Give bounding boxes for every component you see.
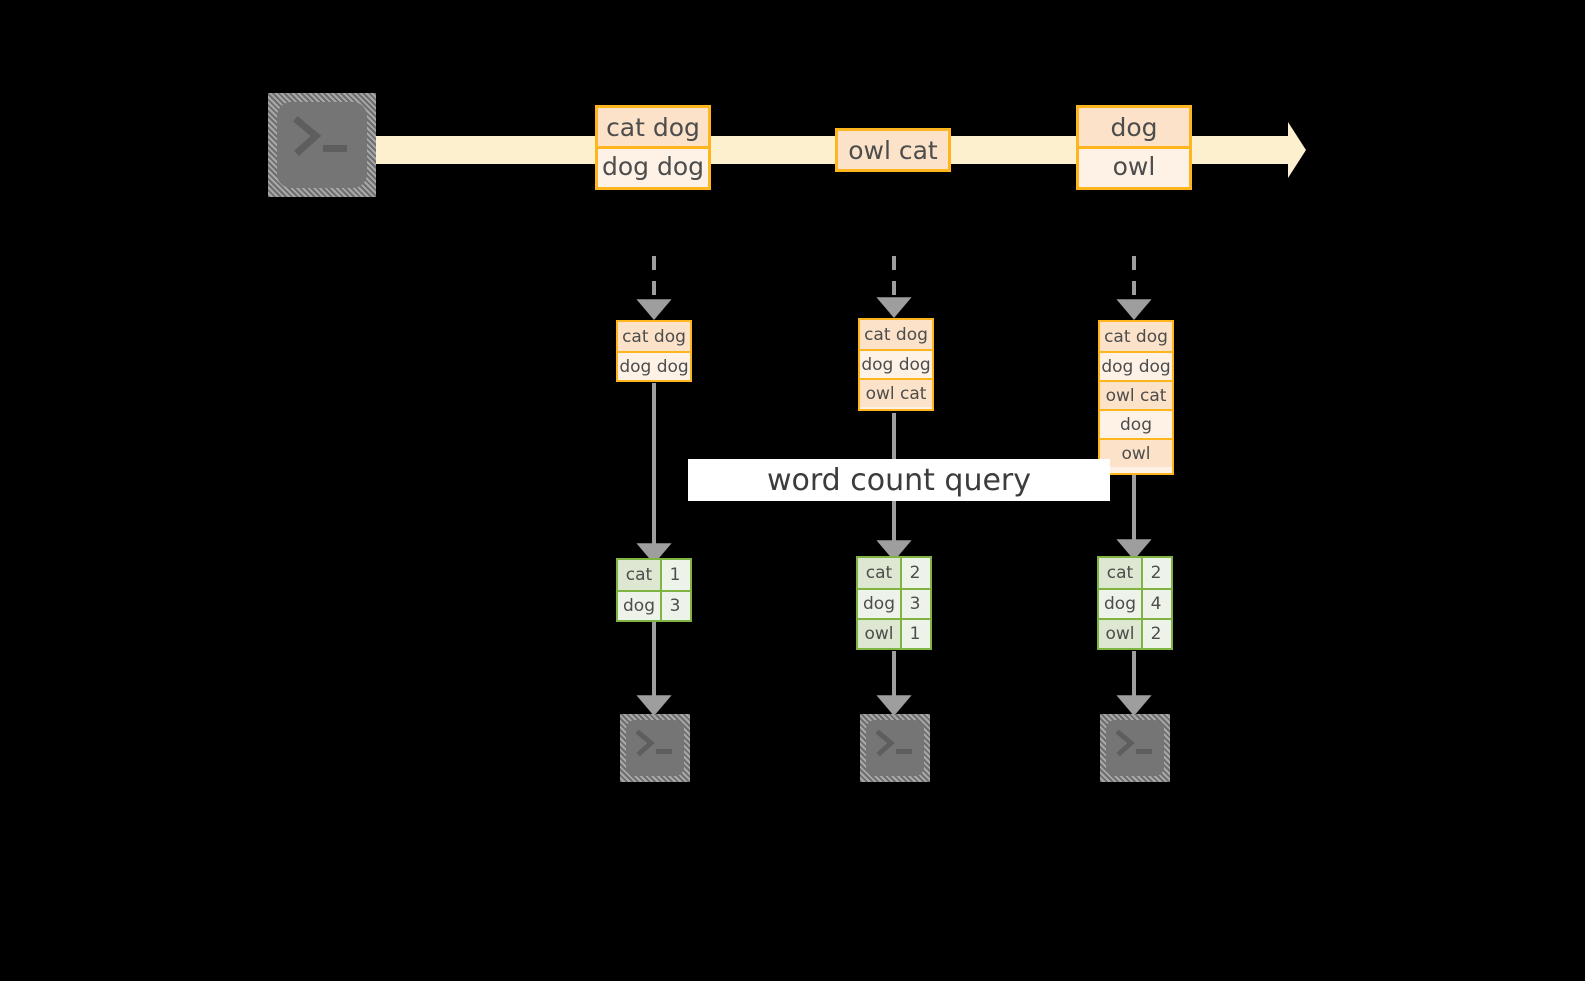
query-label-text: word count query: [766, 462, 1032, 498]
terminal-prompt-glyph: [875, 729, 912, 757]
table-cell-count: 1: [902, 620, 928, 648]
stream-event-line: dog: [1079, 108, 1189, 146]
stream-event-line: owl cat: [838, 131, 948, 169]
table-cell-word: cat: [618, 560, 662, 590]
table-cell-word: cat: [858, 558, 902, 588]
snapshot-record-row: owl: [1100, 438, 1172, 467]
table-cell-word: dog: [1099, 590, 1143, 618]
stream-arrow-right-icon: [1288, 122, 1306, 178]
table-row: cat 2: [1099, 558, 1171, 588]
result-table-3[interactable]: cat 2 dog 4 owl 2: [1097, 556, 1173, 650]
result-table-1[interactable]: cat 1 dog 3: [616, 558, 692, 622]
snapshot-1-records[interactable]: cat dog dog dog: [616, 320, 692, 382]
sink-terminal-icon-3[interactable]: [1100, 714, 1170, 782]
result-table-2[interactable]: cat 2 dog 3 owl 1: [856, 556, 932, 650]
terminal-screen: [626, 720, 684, 776]
table-row: dog 3: [618, 590, 690, 620]
table-cell-word: dog: [618, 592, 662, 620]
table-row: owl 1: [858, 618, 930, 648]
table-cell-count: 1: [662, 560, 688, 590]
stream-event-line: dog dog: [598, 146, 708, 184]
table-cell-count: 4: [1143, 590, 1169, 618]
sink-terminal-icon-2[interactable]: [860, 714, 930, 782]
table-row: owl 2: [1099, 618, 1171, 648]
table-cell-word: dog: [858, 590, 902, 618]
source-terminal-icon[interactable]: [268, 93, 376, 197]
snapshot-record-row: owl cat: [1100, 380, 1172, 409]
terminal-screen: [1106, 720, 1164, 776]
stream-event-1[interactable]: cat dog dog dog: [595, 105, 711, 190]
table-cell-word: owl: [1099, 620, 1143, 648]
table-cell-word: cat: [1099, 558, 1143, 588]
snapshot-record-row: dog dog: [860, 349, 932, 378]
table-cell-count: 2: [902, 558, 928, 588]
snapshot-record-row: dog dog: [1100, 351, 1172, 380]
table-row: cat 1: [618, 560, 690, 590]
snapshot-record-row: dog dog: [618, 351, 690, 380]
stream-event-line: owl: [1079, 146, 1189, 184]
table-row: dog 3: [858, 588, 930, 618]
snapshot-3-records[interactable]: cat dog dog dog owl cat dog owl: [1098, 320, 1174, 475]
stream-event-2[interactable]: owl cat: [835, 128, 951, 172]
snapshot-2-records[interactable]: cat dog dog dog owl cat: [858, 318, 934, 411]
terminal-screen: [277, 102, 367, 188]
table-cell-count: 2: [1143, 620, 1169, 648]
table-cell-count: 3: [902, 590, 928, 618]
table-cell-word: owl: [858, 620, 902, 648]
stream-event-line: cat dog: [598, 108, 708, 146]
stream-event-3[interactable]: dog owl: [1076, 105, 1192, 190]
table-cell-count: 3: [662, 592, 688, 620]
snapshot-record-row: dog: [1100, 409, 1172, 438]
snapshot-record-row: cat dog: [860, 320, 932, 349]
table-row: dog 4: [1099, 588, 1171, 618]
snapshot-record-row: cat dog: [618, 322, 690, 351]
snapshot-record-row: cat dog: [1100, 322, 1172, 351]
terminal-screen: [866, 720, 924, 776]
terminal-prompt-glyph: [293, 116, 347, 156]
sink-terminal-icon-1[interactable]: [620, 714, 690, 782]
table-cell-count: 2: [1143, 558, 1169, 588]
table-row: cat 2: [858, 558, 930, 588]
snapshot-record-row: owl cat: [860, 378, 932, 407]
terminal-prompt-glyph: [1115, 729, 1152, 757]
query-label: word count query: [688, 459, 1110, 501]
terminal-prompt-glyph: [635, 729, 672, 757]
